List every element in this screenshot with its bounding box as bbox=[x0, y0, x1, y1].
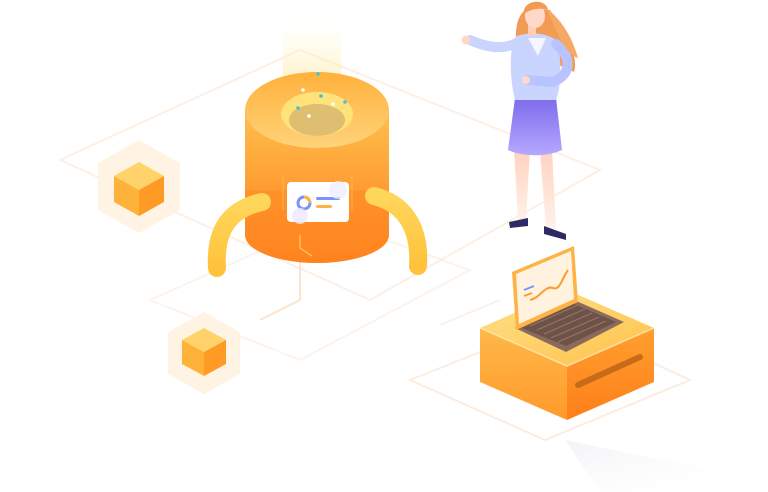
cube-icon bbox=[168, 312, 240, 394]
database-cylinder-icon bbox=[245, 72, 389, 263]
line-chart-icon bbox=[523, 269, 569, 301]
dashboard-card-icon bbox=[287, 181, 349, 224]
laptop-icon bbox=[512, 246, 624, 352]
cylinder-arms bbox=[207, 187, 428, 277]
cube-icon bbox=[98, 140, 180, 233]
presenter-woman-icon bbox=[461, 1, 578, 240]
